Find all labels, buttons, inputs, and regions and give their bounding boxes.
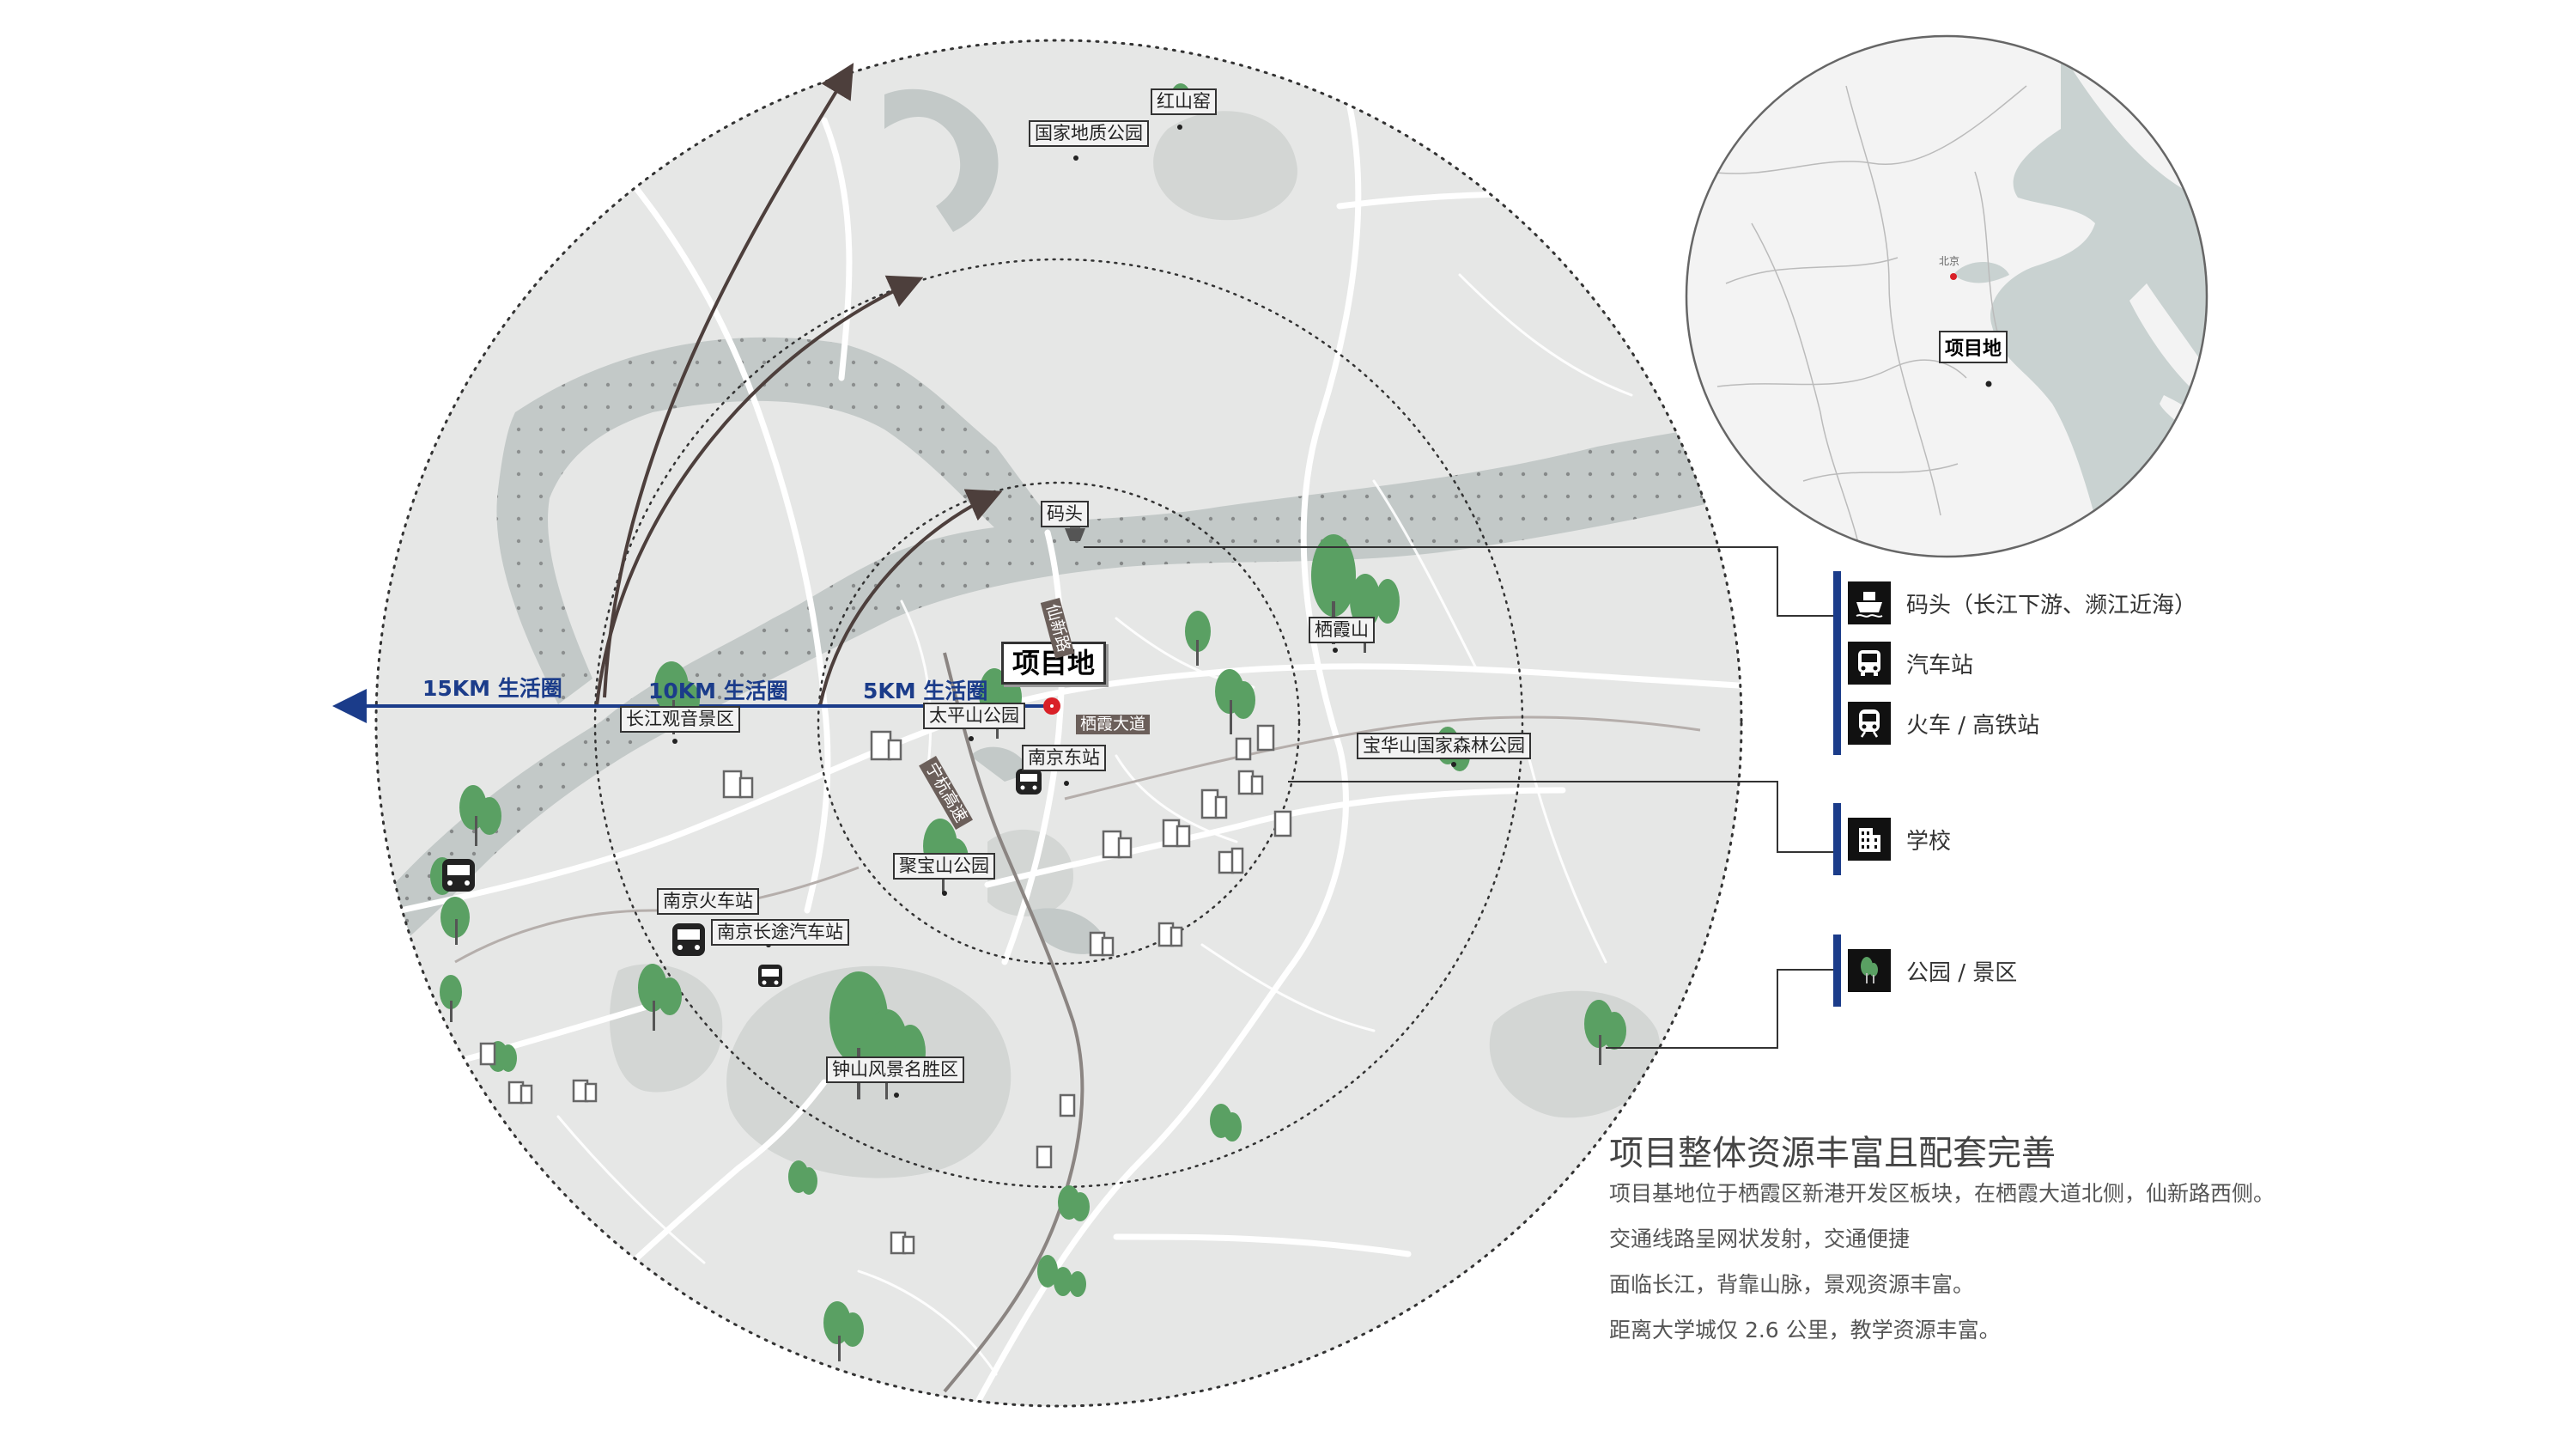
inset-label-beijing: 北京 xyxy=(1939,255,1960,267)
main-map xyxy=(376,40,1741,1406)
label-zhongshan: 钟山风景名胜区 xyxy=(826,1056,964,1083)
transport-markers xyxy=(442,519,1085,987)
school-building-icon xyxy=(1200,788,1228,819)
school-building-icon xyxy=(1036,1145,1053,1169)
legend-label-bus: 汽车站 xyxy=(1906,652,1974,679)
school-building-icon xyxy=(572,1079,598,1103)
summary-line-3: 面临长江，背靠山脉，景观资源丰富。 xyxy=(1609,1272,1975,1297)
school-building-icon xyxy=(1218,847,1244,874)
ship-icon xyxy=(1848,581,1891,624)
school-building-icon xyxy=(1102,830,1133,859)
label-nanjing-station: 南京火车站 xyxy=(657,888,759,915)
label-taipingshan: 太平山公园 xyxy=(923,703,1025,729)
school-building-icon xyxy=(870,730,902,761)
inset-label-project: 项目地 xyxy=(1939,331,2008,363)
legend-group-transport: 码头（长江下游、濒江近海） 汽车站 火车 / 高铁站 xyxy=(1833,571,2196,755)
legend-item-park: 公园 / 景区 xyxy=(1848,949,2017,992)
tree-icon xyxy=(1210,1104,1242,1142)
school-building-icon xyxy=(479,1042,496,1066)
tree-icon xyxy=(1848,949,1891,992)
train-icon xyxy=(1016,769,1042,795)
train-icon xyxy=(672,923,705,956)
school-building-icon xyxy=(1256,724,1275,752)
label-baohuashan: 宝华山国家森林公园 xyxy=(1357,733,1531,759)
train-icon xyxy=(442,859,475,892)
summary-line-4: 距离大学城仅 2.6 公里，教学资源丰富。 xyxy=(1609,1318,2001,1342)
legend-label-school: 学校 xyxy=(1906,828,1952,855)
ring-10km xyxy=(593,258,1524,1189)
ring-5km xyxy=(817,481,1301,965)
legend-group-school: 学校 xyxy=(1833,803,1951,875)
tree-icon xyxy=(1311,534,1400,653)
legend-connectors xyxy=(1084,546,1833,1049)
tree-icon xyxy=(788,1160,817,1195)
label-jubaoshan: 聚宝山公园 xyxy=(893,853,995,880)
label-qixiashan: 栖霞山 xyxy=(1309,617,1375,643)
school-building-icon xyxy=(1059,1093,1076,1117)
tree-icon xyxy=(1058,1185,1090,1221)
school-building-icon xyxy=(1273,810,1292,837)
school-building-icon xyxy=(890,1231,915,1255)
school-building-icon xyxy=(1157,922,1183,947)
beijing-dot xyxy=(1950,273,1957,280)
tree-icon xyxy=(1215,669,1255,734)
legend-item-pier: 码头（长江下游、濒江近海） xyxy=(1848,581,2196,624)
school-markers xyxy=(479,724,1292,1255)
summary-title: 项目整体资源丰富且配套完善 xyxy=(1609,1134,2056,1173)
tree-icon xyxy=(1584,1000,1626,1065)
tree-icon xyxy=(823,1301,864,1361)
ring-label-15km: 15KM 生活圈 xyxy=(422,676,562,701)
tree-icon xyxy=(459,785,501,846)
tree-icon xyxy=(1037,1255,1086,1297)
summary-line-2: 交通线路呈网状发射，交通便捷 xyxy=(1609,1227,1911,1251)
label-changjiang-guanyin: 长江观音景区 xyxy=(620,706,740,733)
legend-item-train: 火车 / 高铁站 xyxy=(1848,702,2196,745)
school-icon xyxy=(1848,818,1891,861)
tree-icon xyxy=(638,964,682,1031)
ring-label-5km: 5KM 生活圈 xyxy=(863,679,988,703)
inset-project-dot xyxy=(1985,381,1992,387)
label-geopark: 国家地质公园 xyxy=(1029,120,1149,147)
yangtze-river xyxy=(378,88,1741,962)
legend-item-school: 学校 xyxy=(1848,818,1951,861)
tree-icon xyxy=(1185,611,1211,666)
ring-arrows xyxy=(595,63,1003,707)
bus-icon xyxy=(758,965,782,987)
train-icon xyxy=(1848,702,1891,745)
school-building-icon xyxy=(1089,931,1115,957)
bus-icon xyxy=(1848,642,1891,685)
ring-label-10km: 10KM 生活圈 xyxy=(648,679,788,703)
legend-label-train: 火车 / 高铁站 xyxy=(1906,712,2040,739)
legend-item-bus: 汽车站 xyxy=(1848,642,2196,685)
school-building-icon xyxy=(1237,770,1264,795)
school-building-icon xyxy=(722,770,754,799)
legend-group-park: 公园 / 景区 xyxy=(1833,935,2017,1007)
school-building-icon xyxy=(1235,737,1252,761)
map-boundary xyxy=(374,39,1743,1408)
label-honghansi: 红山窑 xyxy=(1151,88,1217,115)
school-building-icon xyxy=(507,1081,533,1105)
tree-icon xyxy=(440,975,462,1022)
road-label-qixia-avenue: 栖霞大道 xyxy=(1076,715,1151,734)
inset-map xyxy=(1685,34,2208,558)
summary-line-1: 项目基地位于栖霞区新港开发区板块，在栖霞大道北侧，仙新路西侧。 xyxy=(1609,1181,2275,1206)
legend-label-pier: 码头（长江下游、濒江近海） xyxy=(1906,592,2197,618)
legend-label-park: 公园 / 景区 xyxy=(1906,959,2018,986)
label-nanjing-bus: 南京长途汽车站 xyxy=(711,919,849,946)
label-matou: 码头 xyxy=(1041,501,1089,527)
school-building-icon xyxy=(1162,819,1191,848)
label-nanjing-east: 南京东站 xyxy=(1022,745,1106,771)
